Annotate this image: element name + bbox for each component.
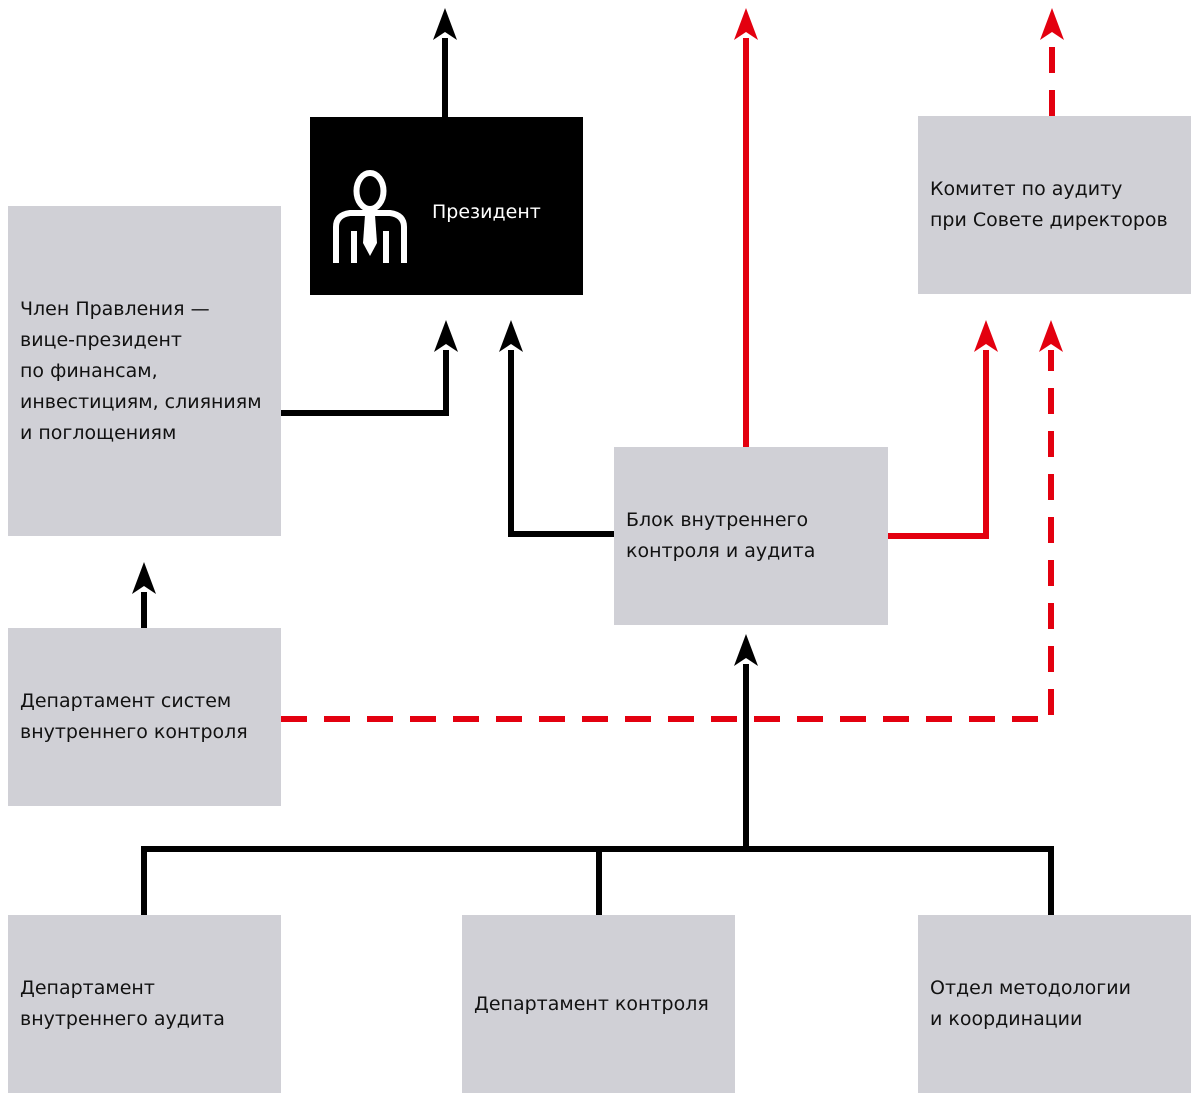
internal-audit-dept-label: Департамент внутреннего аудита: [20, 977, 225, 1030]
control-dept-label: Департамент контроля: [474, 992, 709, 1015]
audit-committee-box: Комитет по аудиту при Совете директоров: [918, 116, 1191, 294]
arrow-systems-cfo: [132, 562, 156, 594]
person-with-tie-icon: [333, 170, 407, 263]
internal-control-block-box: Блок внутреннего контроля и аудита: [614, 447, 888, 625]
president-box: Президент: [310, 117, 583, 295]
internal-control-block-label: Блок внутреннего контроля и аудита: [626, 509, 816, 562]
arrow-bus-block: [734, 634, 758, 666]
cfo-label: Член Правления — вице-президент по финан…: [20, 297, 262, 444]
arrow-cfo-president: [434, 320, 458, 352]
connector-block-president: [508, 350, 614, 537]
arrow-block-committee: [974, 320, 998, 352]
arrow-president-up: [433, 8, 457, 40]
methodology-dept-box: Отдел методологии и координации: [918, 915, 1191, 1093]
president-label: Президент: [432, 201, 541, 223]
internal-control-systems-dept-box: Департамент систем внутреннего контроля: [8, 628, 281, 806]
methodology-dept-label: Отдел методологии и координации: [930, 977, 1131, 1030]
internal-control-systems-dept-label: Департамент систем внутреннего контроля: [20, 690, 248, 743]
internal-audit-dept-box: Департамент внутреннего аудита: [8, 915, 281, 1093]
arrow-systems-committee: [1039, 320, 1063, 352]
arrow-block-up: [734, 8, 758, 40]
arrow-committee-up: [1040, 8, 1064, 40]
control-dept-box: Департамент контроля: [462, 915, 735, 1093]
arrow-block-president: [499, 320, 523, 352]
cfo-box: Член Правления — вице-президент по финан…: [8, 206, 281, 536]
audit-committee-label: Комитет по аудиту при Совете директоров: [930, 178, 1168, 231]
connector-cfo-president: [281, 350, 449, 416]
connector-block-committee: [888, 350, 989, 539]
